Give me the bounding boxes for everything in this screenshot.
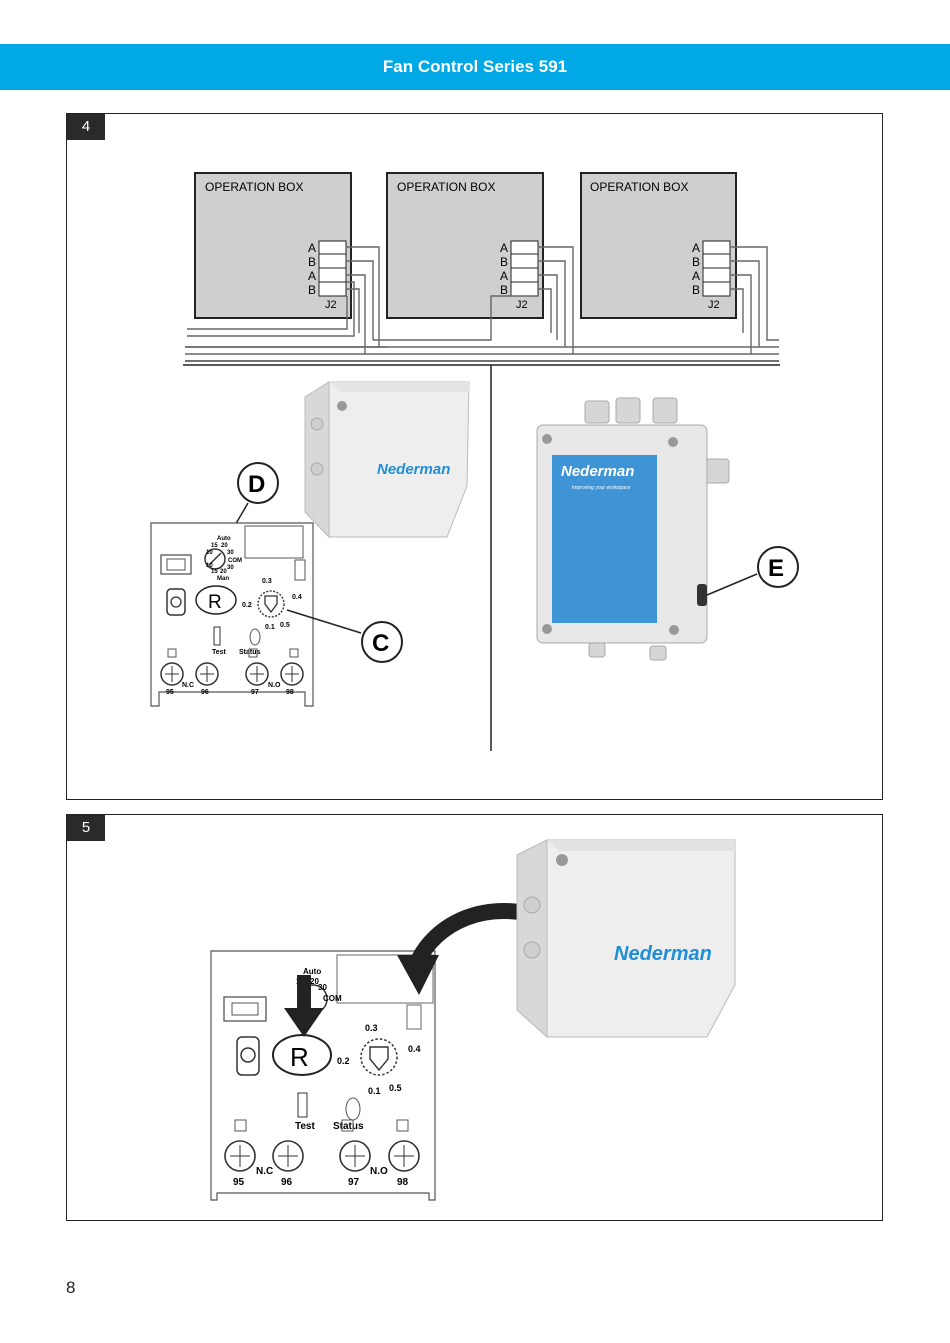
pin-label: B: [500, 255, 508, 269]
svg-text:0.1: 0.1: [265, 624, 275, 631]
pin-label: B: [500, 283, 508, 297]
terminal-label: 96: [281, 1177, 293, 1188]
svg-text:30: 30: [318, 983, 327, 992]
pin-label: A: [308, 269, 316, 283]
svg-text:30: 30: [227, 550, 234, 556]
operation-box-2: OPERATION BOX A B A B J2: [386, 172, 544, 319]
reset-button-label: R: [208, 592, 222, 613]
step-4-figure: OPERATION BOX A B A B J2 OPERATION BOX A…: [150, 172, 799, 751]
no-label: N.O: [268, 682, 281, 689]
operation-box-title: OPERATION BOX: [397, 180, 495, 194]
terminal-label: 95: [233, 1177, 245, 1188]
terminal-label: 97: [251, 689, 259, 696]
dial-auto-label: Auto: [217, 536, 231, 542]
relay-unit: Auto 15 20 10 30 COM 10 30 15 20 Man R 0…: [150, 522, 362, 707]
connector-label: J2: [325, 299, 337, 311]
no-label: N.O: [370, 1166, 388, 1177]
svg-text:0.3: 0.3: [262, 578, 272, 585]
test-label: Test: [212, 649, 227, 656]
operation-box-title: OPERATION BOX: [590, 180, 688, 194]
status-label: Status: [333, 1121, 364, 1132]
brand-logo: Nederman: [614, 943, 712, 965]
svg-text:0.5: 0.5: [389, 1083, 402, 1093]
step-5-badge: 5: [67, 815, 105, 841]
pin-label: B: [692, 283, 700, 297]
reset-button-label: R: [290, 1042, 309, 1072]
page-number: 8: [66, 1278, 76, 1297]
operation-box-1: OPERATION BOX A B A B J2: [194, 172, 352, 319]
svg-text:0.1: 0.1: [368, 1086, 381, 1096]
pin-label: A: [692, 241, 700, 255]
svg-text:0.5: 0.5: [280, 622, 290, 629]
svg-text:0.2: 0.2: [337, 1056, 350, 1066]
brand-logo: Nederman: [377, 461, 450, 478]
page-title: Fan Control Series 591: [382, 57, 568, 76]
enclosure-photo: Nederman Improving your workspace: [536, 397, 758, 661]
pin-label: B: [308, 283, 316, 297]
pin-label: B: [308, 255, 316, 269]
terminal-label: 96: [201, 689, 209, 696]
brand-tagline: Improving your workspace: [572, 485, 631, 491]
nc-label: N.C: [256, 1166, 273, 1177]
step-4-badge: 4: [67, 114, 105, 140]
step-4-panel: 4 OPERATION BOX A B A B J2 OPERATION BOX…: [66, 113, 883, 800]
callout-e: E: [757, 546, 799, 588]
pin-label: A: [692, 269, 700, 283]
svg-text:15: 15: [211, 569, 218, 575]
dial-auto-label: Auto: [303, 967, 321, 976]
terminal-label: 98: [286, 689, 294, 696]
terminal-label: 98: [397, 1177, 409, 1188]
dial-com-label: COM: [228, 558, 242, 564]
svg-text:20: 20: [221, 543, 228, 549]
callout-c-label: C: [372, 630, 389, 657]
nc-label: N.C: [182, 682, 194, 689]
lid-box-photo: Nederman: [516, 839, 736, 1039]
svg-text:0.4: 0.4: [292, 594, 302, 601]
svg-text:0.3: 0.3: [365, 1023, 378, 1033]
pin-label: A: [500, 241, 508, 255]
dial-man-label: Man: [217, 576, 229, 582]
callout-d-label: D: [248, 471, 265, 498]
operation-box-title: OPERATION BOX: [205, 180, 303, 194]
pin-label: A: [308, 241, 316, 255]
brand-logo: Nederman: [561, 463, 634, 480]
header-bar: Fan Control Series 591: [0, 44, 950, 90]
svg-text:10: 10: [206, 550, 213, 556]
status-label: Status: [239, 649, 261, 656]
pin-label: B: [692, 255, 700, 269]
connector-label: J2: [708, 299, 720, 311]
press-arrow-icon: [284, 975, 324, 1037]
dial-com-label: COM: [323, 994, 342, 1003]
svg-text:30: 30: [227, 565, 234, 571]
relay-unit-large: Auto 15 20 30 COM R 0.3 0.4 0.2 0.1 0.5 …: [210, 950, 436, 1201]
lid-box-photo: Nederman: [304, 381, 470, 539]
callout-c: C: [361, 621, 403, 663]
connector-label: J2: [516, 299, 528, 311]
bus-wiring: [185, 246, 779, 362]
terminal-label: 95: [166, 689, 174, 696]
step-5-panel: 5 Auto 15 20 30 COM R 0.3 0.4: [66, 814, 883, 1221]
terminal-label: 97: [348, 1177, 360, 1188]
svg-text:10: 10: [206, 563, 213, 569]
operation-box-3: OPERATION BOX A B A B J2: [580, 172, 737, 319]
svg-text:20: 20: [310, 977, 319, 986]
pin-label: A: [500, 269, 508, 283]
test-label: Test: [295, 1121, 315, 1132]
callout-e-label: E: [768, 555, 784, 582]
step-5-figure: Auto 15 20 30 COM R 0.3 0.4 0.2 0.1 0.5 …: [210, 839, 736, 1201]
svg-text:0.2: 0.2: [242, 602, 252, 609]
svg-text:15: 15: [211, 543, 218, 549]
svg-text:20: 20: [220, 569, 227, 575]
svg-text:0.4: 0.4: [408, 1044, 421, 1054]
